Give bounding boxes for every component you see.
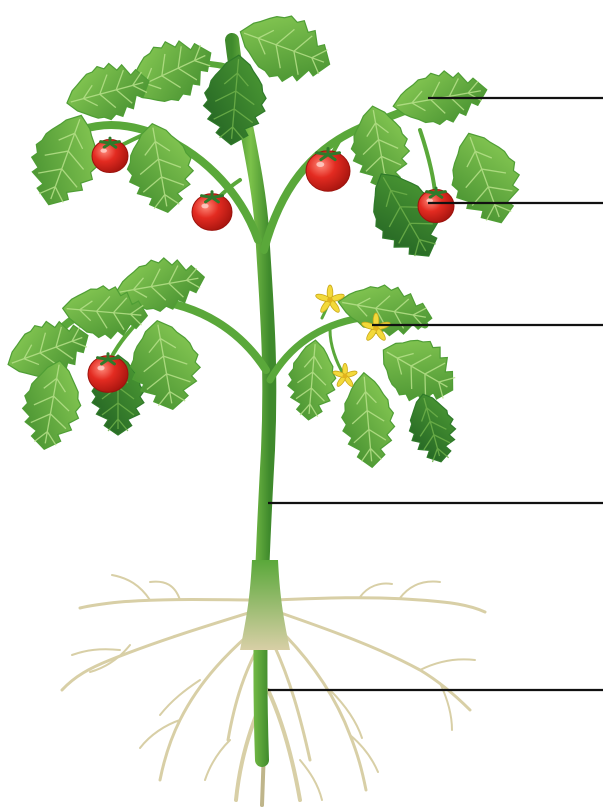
tomato-fruit: [192, 192, 232, 231]
root-strand: [360, 584, 392, 597]
root-strand: [274, 645, 310, 760]
root-strand: [420, 659, 475, 670]
root-strand: [150, 582, 180, 600]
leaf: [334, 278, 436, 343]
main-stem: [232, 40, 269, 760]
root-strand: [112, 575, 150, 600]
root-strand: [400, 582, 440, 598]
root-strand: [330, 690, 362, 738]
leaf: [338, 370, 398, 469]
root-strand: [276, 598, 485, 612]
root-strand: [80, 600, 258, 609]
root-strand: [72, 649, 120, 655]
tomato-flower: [315, 285, 345, 314]
root-strand: [300, 760, 322, 800]
leaf: [438, 122, 533, 234]
stem-base: [240, 560, 290, 650]
leaf: [120, 118, 199, 218]
root-strand: [205, 740, 230, 780]
root-strand: [350, 735, 378, 772]
